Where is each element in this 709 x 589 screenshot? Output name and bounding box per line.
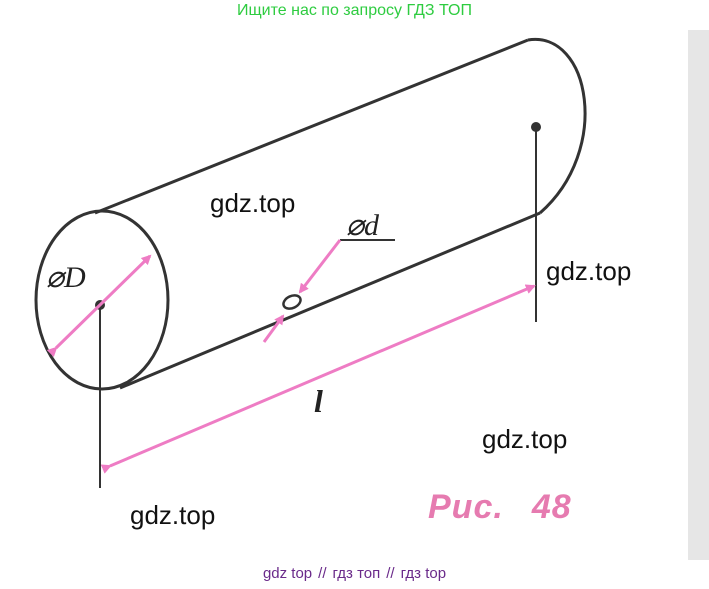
footer-link-3[interactable]: гдз top xyxy=(400,565,447,582)
hole-d xyxy=(282,294,302,310)
length-l-arrow xyxy=(100,284,536,474)
label-d: ⌀d xyxy=(346,209,380,242)
cylinder-bottom-edge xyxy=(119,211,541,390)
watermark-2: gdz.top xyxy=(546,256,632,286)
footer-separator-2: // xyxy=(386,565,395,582)
watermark-1: gdz.top xyxy=(210,188,296,218)
footer-separator-1: // xyxy=(318,565,327,582)
watermark-3: gdz.top xyxy=(482,424,568,454)
footer-link-2[interactable]: гдз топ xyxy=(332,565,381,582)
cylinder-top-edge xyxy=(94,38,529,215)
label-D: ⌀D xyxy=(46,261,86,294)
caption-word: Рис. xyxy=(428,488,504,526)
footer-link-1[interactable]: gdz top xyxy=(262,565,313,582)
diameter-d-arrow xyxy=(298,239,342,294)
cylinder-front-face xyxy=(34,209,170,391)
diameter-d-arrow-lower xyxy=(262,314,285,343)
figure-caption: Рис. 48 xyxy=(428,488,572,527)
footer-links: gdz top // гдз топ // гдз top xyxy=(0,565,709,582)
caption-number: 48 xyxy=(531,488,572,526)
top-banner[interactable]: Ищите нас по запросу ГДЗ ТОП xyxy=(237,2,472,19)
page-edge-strip xyxy=(688,30,709,560)
watermark-4: gdz.top xyxy=(130,500,216,530)
label-l: l xyxy=(314,383,323,419)
cylinder-back-end xyxy=(527,38,587,215)
